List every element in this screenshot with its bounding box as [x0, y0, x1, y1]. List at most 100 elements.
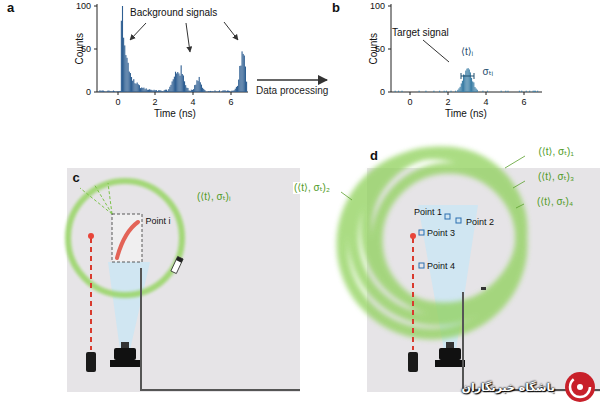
- histogram-bar: [164, 90, 165, 92]
- histogram-bar: [184, 81, 185, 92]
- histogram-bar: [119, 91, 120, 93]
- histogram-bar: [412, 92, 413, 93]
- histogram-bar: [163, 91, 164, 93]
- histogram-bar: [446, 91, 447, 92]
- histogram-bar: [533, 91, 534, 92]
- tick-label: 50: [374, 44, 386, 54]
- histogram-bar: [237, 86, 238, 92]
- histogram-bar: [196, 80, 197, 92]
- histogram-bar: [176, 73, 177, 92]
- histogram-bar: [445, 92, 446, 93]
- histogram-bar: [454, 92, 455, 93]
- histogram-bar: [105, 91, 106, 92]
- histogram-bar: [476, 89, 477, 92]
- histogram-bar: [436, 92, 437, 93]
- histogram-bar: [536, 92, 537, 93]
- histogram-bar: [156, 90, 157, 92]
- histogram-bar: [245, 67, 246, 92]
- histogram-bar: [444, 91, 445, 92]
- histogram-bar: [452, 92, 453, 93]
- histogram-bar: [160, 90, 161, 92]
- histogram-bar: [413, 92, 414, 93]
- histogram-bar: [243, 54, 244, 92]
- histogram-bar: [470, 72, 471, 92]
- histogram-bar: [205, 91, 206, 92]
- histogram-bar: [106, 91, 107, 92]
- histogram-bar: [486, 92, 487, 93]
- histogram-bar: [123, 38, 124, 92]
- histogram-bar: [511, 92, 512, 93]
- histogram-bar: [192, 90, 193, 92]
- histogram-bar: [455, 91, 456, 92]
- histogram-bar: [435, 92, 436, 93]
- histogram-bar: [494, 92, 495, 93]
- histogram-bar: [401, 91, 402, 92]
- histogram-bar: [489, 92, 490, 93]
- histogram-bar: [225, 90, 226, 92]
- histogram-bar: [244, 56, 245, 92]
- histogram-bar: [114, 91, 115, 93]
- room-c: [67, 168, 300, 392]
- watermark: باشگاه خبرنگاران: [461, 382, 556, 395]
- panel-letter: a: [7, 1, 14, 16]
- histogram-bar: [534, 91, 535, 92]
- histogram-bar: [448, 92, 449, 93]
- histogram-bar: [416, 92, 417, 93]
- histogram-bar: [404, 92, 405, 93]
- histogram-bar: [433, 91, 434, 92]
- histogram-bar: [129, 72, 130, 92]
- tick-label: 0: [85, 87, 92, 97]
- chart-panel: bTarget signal: [330, 0, 545, 118]
- histogram-bar: [121, 21, 122, 92]
- point-label: Point 2: [465, 217, 495, 227]
- histogram-bar: [177, 72, 178, 92]
- histogram-bar: [148, 90, 149, 92]
- histogram-bar: [226, 91, 227, 93]
- histogram-bar: [537, 91, 538, 92]
- histogram-bar: [496, 92, 497, 93]
- histogram-bar: [150, 90, 151, 92]
- histogram-bar: [430, 92, 431, 93]
- histogram-bar: [154, 90, 155, 92]
- histogram-bar: [142, 88, 143, 92]
- histogram-bar: [185, 85, 186, 92]
- histogram-bar: [178, 73, 179, 92]
- histogram-bar: [141, 87, 142, 92]
- histogram-bar: [447, 92, 448, 93]
- ring-label: (⟨t⟩, σₜ)ᵢ: [196, 191, 232, 203]
- histogram-bar: [520, 92, 521, 93]
- annotation: Background signals: [130, 7, 217, 19]
- histogram-bar: [132, 81, 133, 92]
- histogram-bar: [397, 92, 398, 93]
- histogram-bar: [112, 91, 113, 93]
- histogram-bar: [222, 90, 223, 92]
- histogram-bar: [214, 90, 215, 92]
- axis-title: Time (ns): [153, 108, 197, 120]
- histogram-bar: [420, 92, 421, 93]
- histogram-bar: [98, 91, 99, 93]
- histogram-bar: [473, 82, 474, 92]
- histogram-bar: [117, 91, 118, 93]
- histogram-bar: [428, 92, 429, 93]
- histogram-bar: [169, 87, 170, 92]
- histogram-bar: [399, 92, 400, 93]
- histogram-bar: [519, 91, 520, 92]
- tick-label: 50: [80, 44, 92, 54]
- histogram-bar: [179, 76, 180, 92]
- histogram-bar: [152, 90, 153, 92]
- histogram-bar: [108, 91, 109, 92]
- histogram-bar: [131, 77, 132, 92]
- tick-label: 100: [75, 1, 92, 11]
- histogram-bar: [166, 90, 167, 92]
- histogram-bar: [220, 91, 221, 92]
- histogram-bar: [209, 91, 210, 93]
- histogram-bar: [456, 92, 457, 93]
- histogram-bar: [460, 87, 461, 92]
- histogram-bar: [212, 91, 213, 93]
- histogram-bar: [172, 81, 173, 92]
- histogram-bar: [440, 92, 441, 93]
- histogram-bar: [124, 45, 125, 92]
- histogram: [98, 6, 247, 92]
